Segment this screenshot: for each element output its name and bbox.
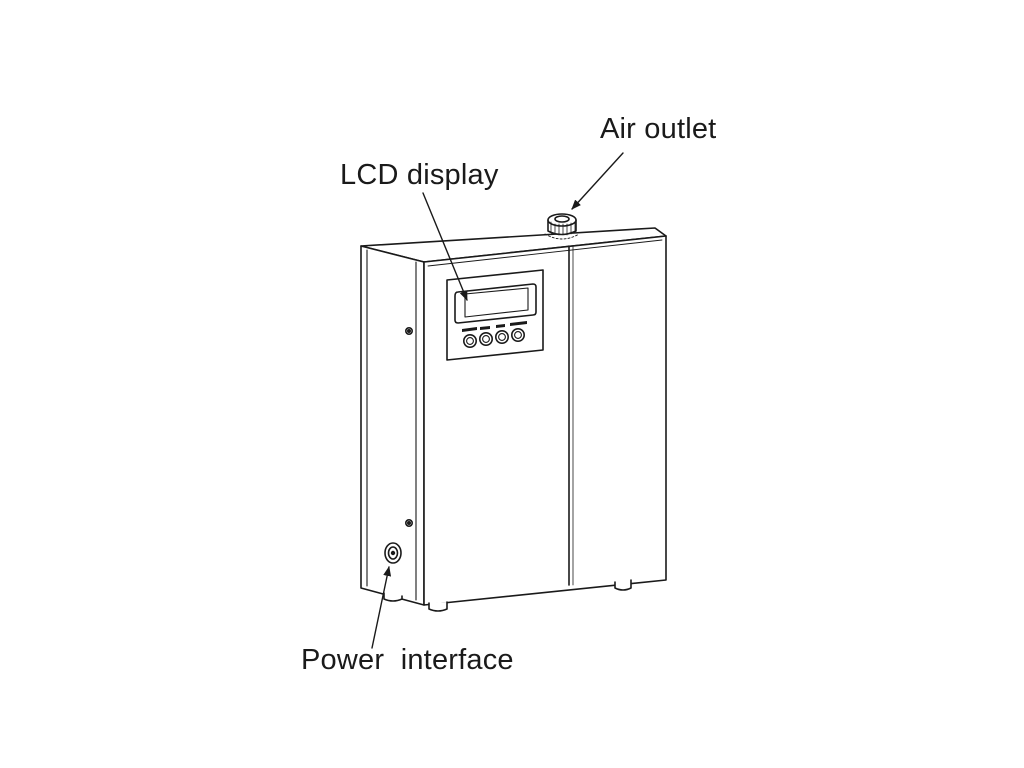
button-1 bbox=[462, 333, 477, 348]
side-screws bbox=[404, 326, 413, 527]
button-4 bbox=[510, 327, 525, 342]
lcd-screen-inner bbox=[464, 287, 529, 318]
leader-lcd-display bbox=[422, 192, 468, 301]
button-label-strip bbox=[462, 321, 527, 332]
button-3 bbox=[494, 329, 509, 344]
cabinet-feet bbox=[383, 579, 632, 612]
callout-lcd-display: LCD display bbox=[340, 159, 499, 191]
leader-air-outlet bbox=[571, 152, 624, 210]
button-2 bbox=[478, 331, 493, 346]
callout-air-outlet: Air outlet bbox=[600, 113, 717, 145]
leader-power-interface bbox=[371, 566, 392, 649]
front-top-inner-edge bbox=[427, 239, 663, 267]
lcd-screen bbox=[454, 283, 537, 324]
control-buttons bbox=[462, 327, 525, 348]
air-outlet-nozzle bbox=[544, 213, 580, 240]
callout-power-interface: Power interface bbox=[301, 644, 514, 676]
power-socket bbox=[384, 542, 402, 564]
